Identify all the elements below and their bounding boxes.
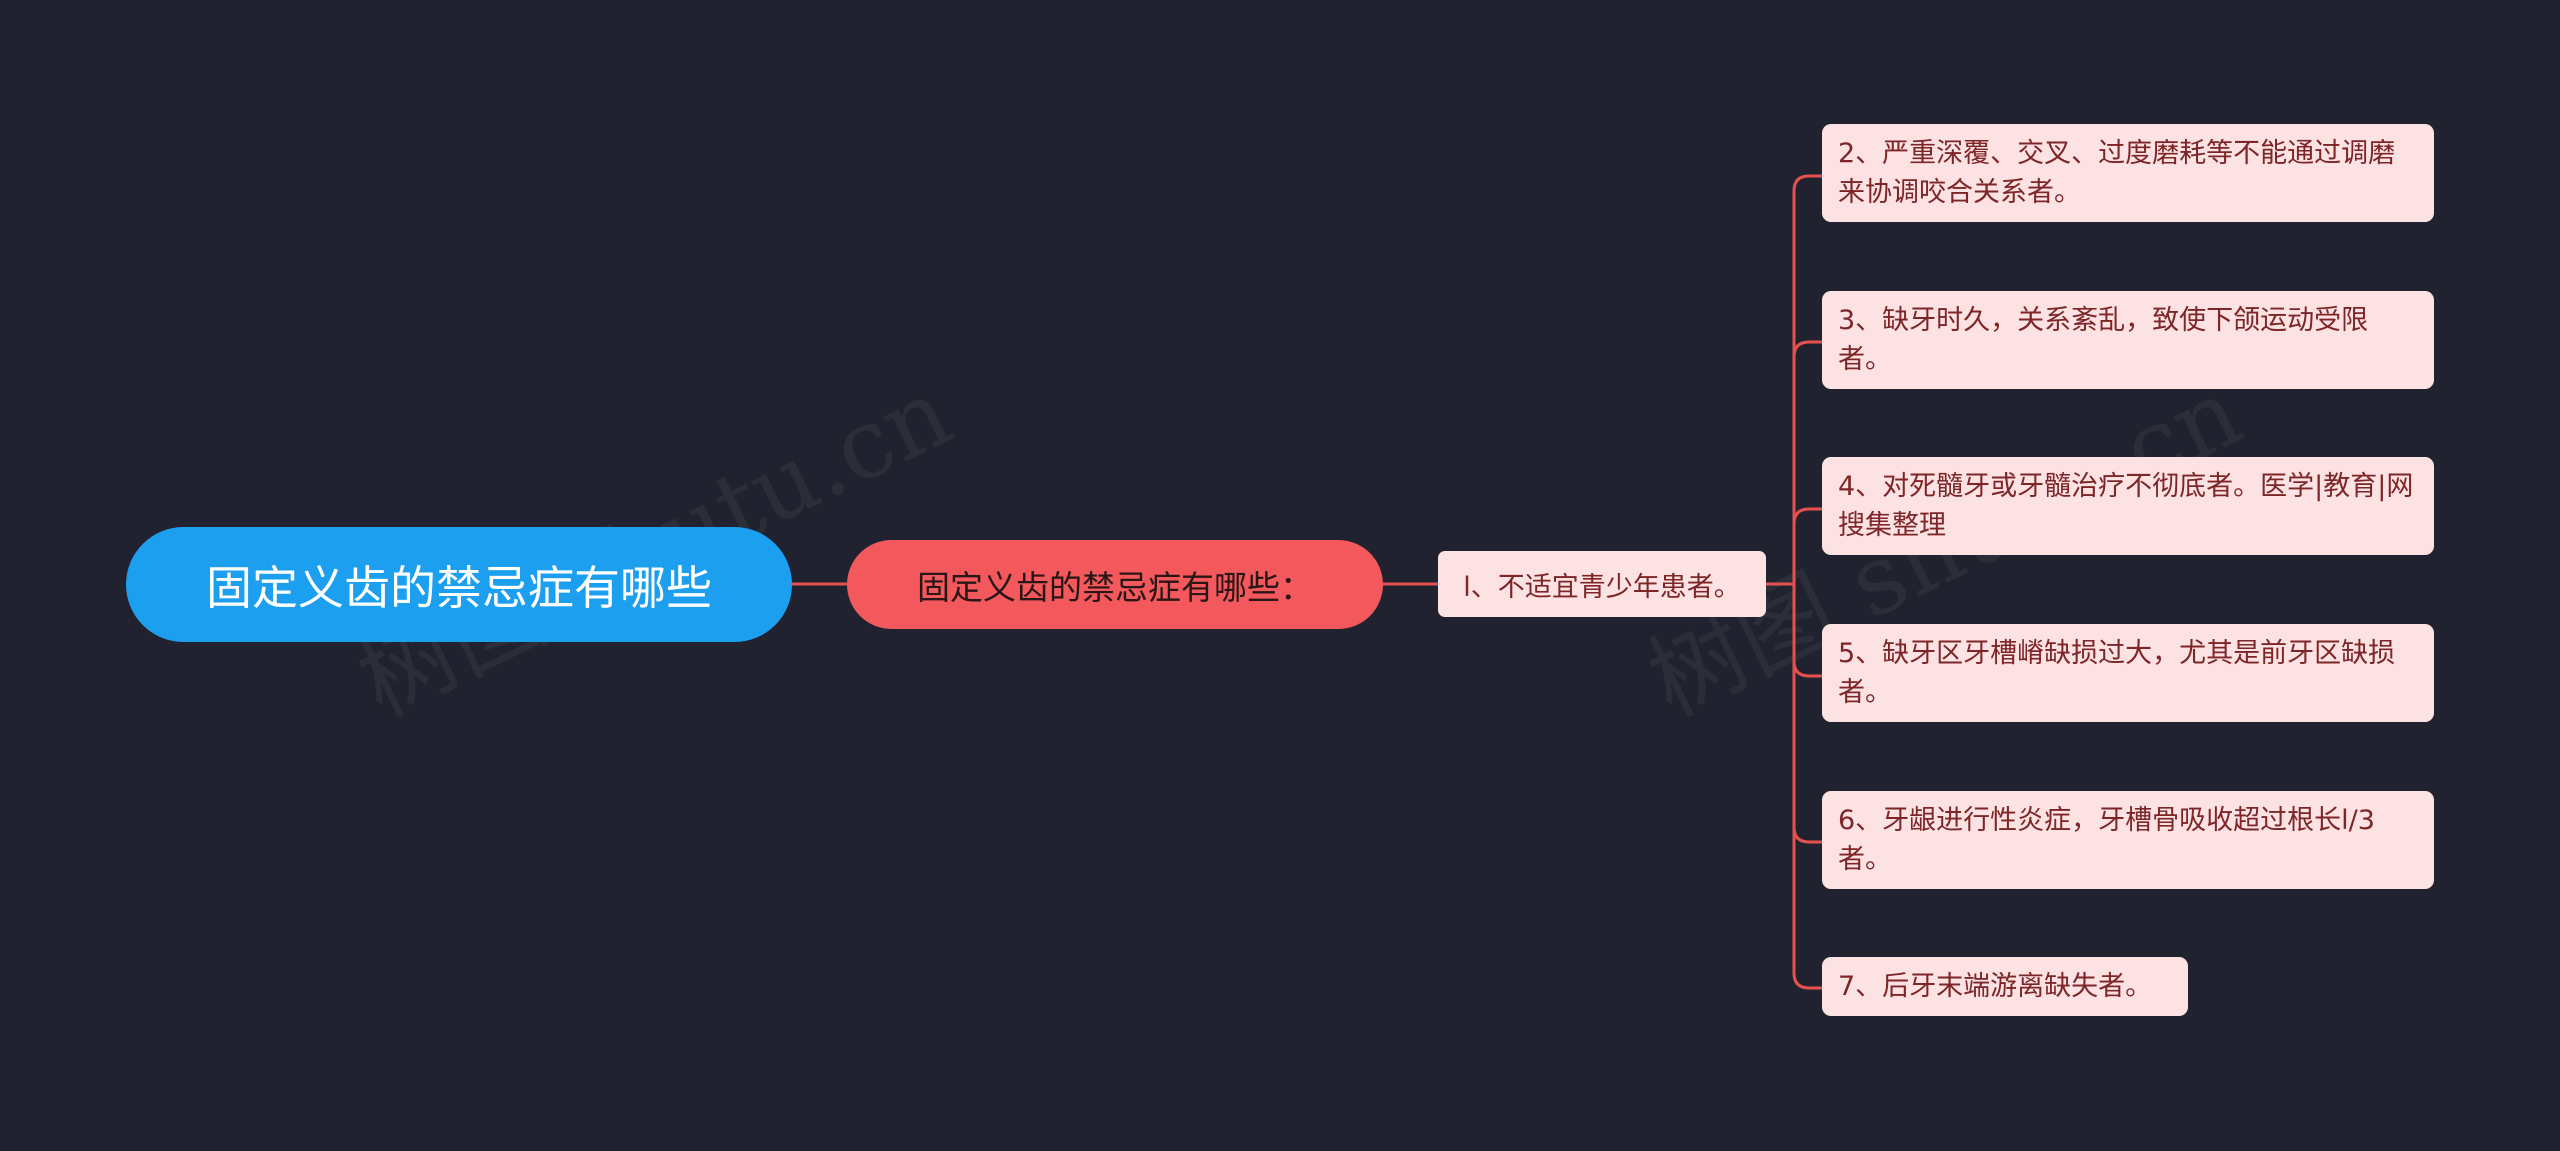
branch-topic[interactable]: l、不适宜青少年患者。 [1438, 551, 1766, 617]
connector-leaf-6 [1792, 584, 1822, 990]
leaf-topic-6[interactable]: 7、后牙末端游离缺失者。 [1822, 957, 2188, 1016]
connector-leaf-4 [1792, 584, 1822, 678]
connector-leaf-1 [1792, 174, 1822, 584]
leaf-topic-3[interactable]: 4、对死髓牙或牙髓治疗不彻底者。医学|教育|网搜集整理 [1822, 457, 2434, 555]
main-topic[interactable]: 固定义齿的禁忌症有哪些： [847, 540, 1383, 629]
root-topic[interactable]: 固定义齿的禁忌症有哪些 [126, 527, 792, 642]
connector-leaf-3 [1792, 507, 1822, 584]
connector-leaf-5 [1792, 584, 1822, 844]
leaf-topic-4[interactable]: 5、缺牙区牙槽嵴缺损过大，尤其是前牙区缺损者。 [1822, 624, 2434, 722]
leaf-topic-5[interactable]: 6、牙龈进行性炎症，牙槽骨吸收超过根长l/3者。 [1822, 791, 2434, 889]
leaf-topic-1[interactable]: 2、严重深覆、交叉、过度磨耗等不能通过调磨来协调咬合关系者。 [1822, 124, 2434, 222]
leaf-topic-2[interactable]: 3、缺牙时久，关系紊乱，致使下颌运动受限者。 [1822, 291, 2434, 389]
connector-leaf-2 [1792, 340, 1822, 584]
